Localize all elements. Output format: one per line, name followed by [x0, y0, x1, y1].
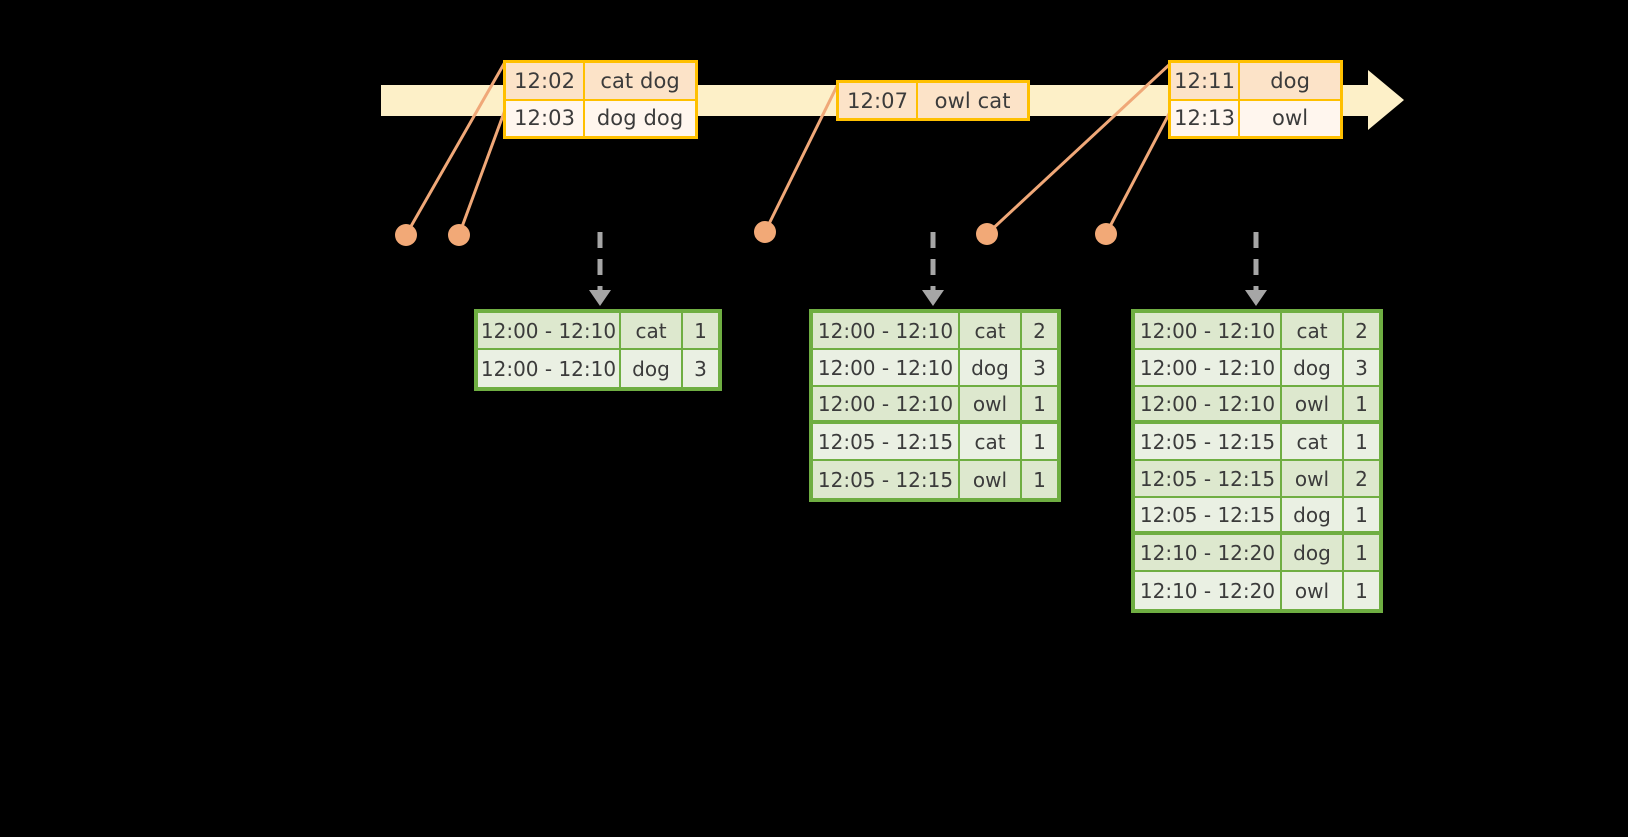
window-cell: 12:05 - 12:15	[1135, 461, 1282, 496]
window-cell: 12:00 - 12:10	[1135, 387, 1282, 420]
window-cell: 12:00 - 12:10	[813, 387, 960, 420]
connector-line-4	[985, 62, 1172, 236]
count-cell: 1	[1022, 461, 1057, 498]
window-cell: 12:10 - 12:20	[1135, 572, 1282, 609]
arrowhead-icon	[1245, 290, 1267, 306]
count-cell: 1	[1022, 387, 1057, 420]
event-payload: dog dog	[585, 100, 695, 136]
count-cell: 1	[1344, 498, 1379, 531]
event-marker-2[interactable]	[448, 224, 470, 246]
window-cell: 12:05 - 12:15	[1135, 498, 1282, 531]
key-cell: owl	[1282, 572, 1344, 609]
flow-arrow-2	[922, 232, 944, 306]
count-cell: 1	[1022, 424, 1057, 459]
event-timestamp: 12:11	[1171, 63, 1241, 99]
connector-line-5	[1104, 111, 1172, 235]
key-cell: owl	[960, 387, 1022, 420]
window-cell: 12:00 - 12:10	[1135, 350, 1282, 385]
key-cell: cat	[1282, 313, 1344, 348]
count-cell: 1	[1344, 387, 1379, 420]
window-cell: 12:05 - 12:15	[813, 424, 960, 459]
count-cell: 3	[1022, 350, 1057, 385]
window-cell: 12:00 - 12:10	[813, 350, 960, 385]
window-cell: 12:00 - 12:10	[478, 350, 621, 387]
key-cell: dog	[1282, 535, 1344, 570]
count-cell: 3	[1344, 350, 1379, 385]
arrowhead-icon	[589, 290, 611, 306]
key-cell: owl	[1282, 387, 1344, 420]
event-marker-5[interactable]	[1095, 223, 1117, 245]
window-cell: 12:00 - 12:10	[1135, 313, 1282, 348]
event-timestamp: 12:13	[1171, 100, 1241, 136]
window-cell: 12:00 - 12:10	[478, 313, 621, 348]
flow-arrow-1	[589, 232, 611, 306]
count-cell: 2	[1022, 313, 1057, 348]
event-payload: dog	[1240, 63, 1340, 99]
count-cell: 2	[1344, 313, 1379, 348]
timeline-event-box-1[interactable]: 12:02 cat dog 12:03 dog dog	[503, 60, 698, 139]
key-cell: dog	[1282, 350, 1344, 385]
connector-line-3	[763, 83, 840, 233]
event-payload: owl cat	[918, 83, 1027, 118]
arrowhead-icon	[922, 290, 944, 306]
connector-line-2	[457, 109, 507, 236]
event-timestamp: 12:07	[839, 83, 919, 118]
key-cell: cat	[960, 313, 1022, 348]
count-cell: 1	[1344, 424, 1379, 459]
event-marker-1[interactable]	[395, 224, 417, 246]
count-cell: 1	[1344, 572, 1379, 609]
window-cell: 12:10 - 12:20	[1135, 535, 1282, 570]
key-cell: dog	[621, 350, 683, 387]
count-cell: 1	[683, 313, 718, 348]
timeline-event-box-3[interactable]: 12:11 dog 12:13 owl	[1168, 60, 1343, 139]
key-cell: dog	[1282, 498, 1344, 531]
count-cell: 3	[683, 350, 718, 387]
event-payload: cat dog	[585, 63, 695, 99]
timeline-event-row[interactable]: 12:02 cat dog	[506, 63, 695, 99]
timeline-event-row[interactable]: 12:07 owl cat	[839, 83, 1027, 118]
timeline-event-row[interactable]: 12:03 dog dog	[506, 98, 695, 136]
key-cell: cat	[1282, 424, 1344, 459]
timeline-event-row[interactable]: 12:13 owl	[1171, 98, 1340, 136]
timeline-arrowhead-icon	[1368, 70, 1404, 130]
flow-arrow-3	[1245, 232, 1267, 306]
count-cell: 2	[1344, 461, 1379, 496]
window-cell: 12:05 - 12:15	[1135, 424, 1282, 459]
window-cell: 12:05 - 12:15	[813, 461, 960, 498]
event-payload: owl	[1240, 100, 1340, 136]
key-cell: owl	[1282, 461, 1344, 496]
event-timestamp: 12:02	[506, 63, 586, 99]
key-cell: owl	[960, 461, 1022, 498]
timeline-event-row[interactable]: 12:11 dog	[1171, 63, 1340, 99]
key-cell: cat	[621, 313, 683, 348]
window-cell: 12:00 - 12:10	[813, 313, 960, 348]
event-timestamp: 12:03	[506, 100, 586, 136]
event-marker-3[interactable]	[754, 221, 776, 243]
event-marker-4[interactable]	[976, 223, 998, 245]
connector-line-1	[404, 61, 507, 236]
timeline-event-box-2[interactable]: 12:07 owl cat	[836, 80, 1030, 121]
key-cell: cat	[960, 424, 1022, 459]
key-cell: dog	[960, 350, 1022, 385]
count-cell: 1	[1344, 535, 1379, 570]
